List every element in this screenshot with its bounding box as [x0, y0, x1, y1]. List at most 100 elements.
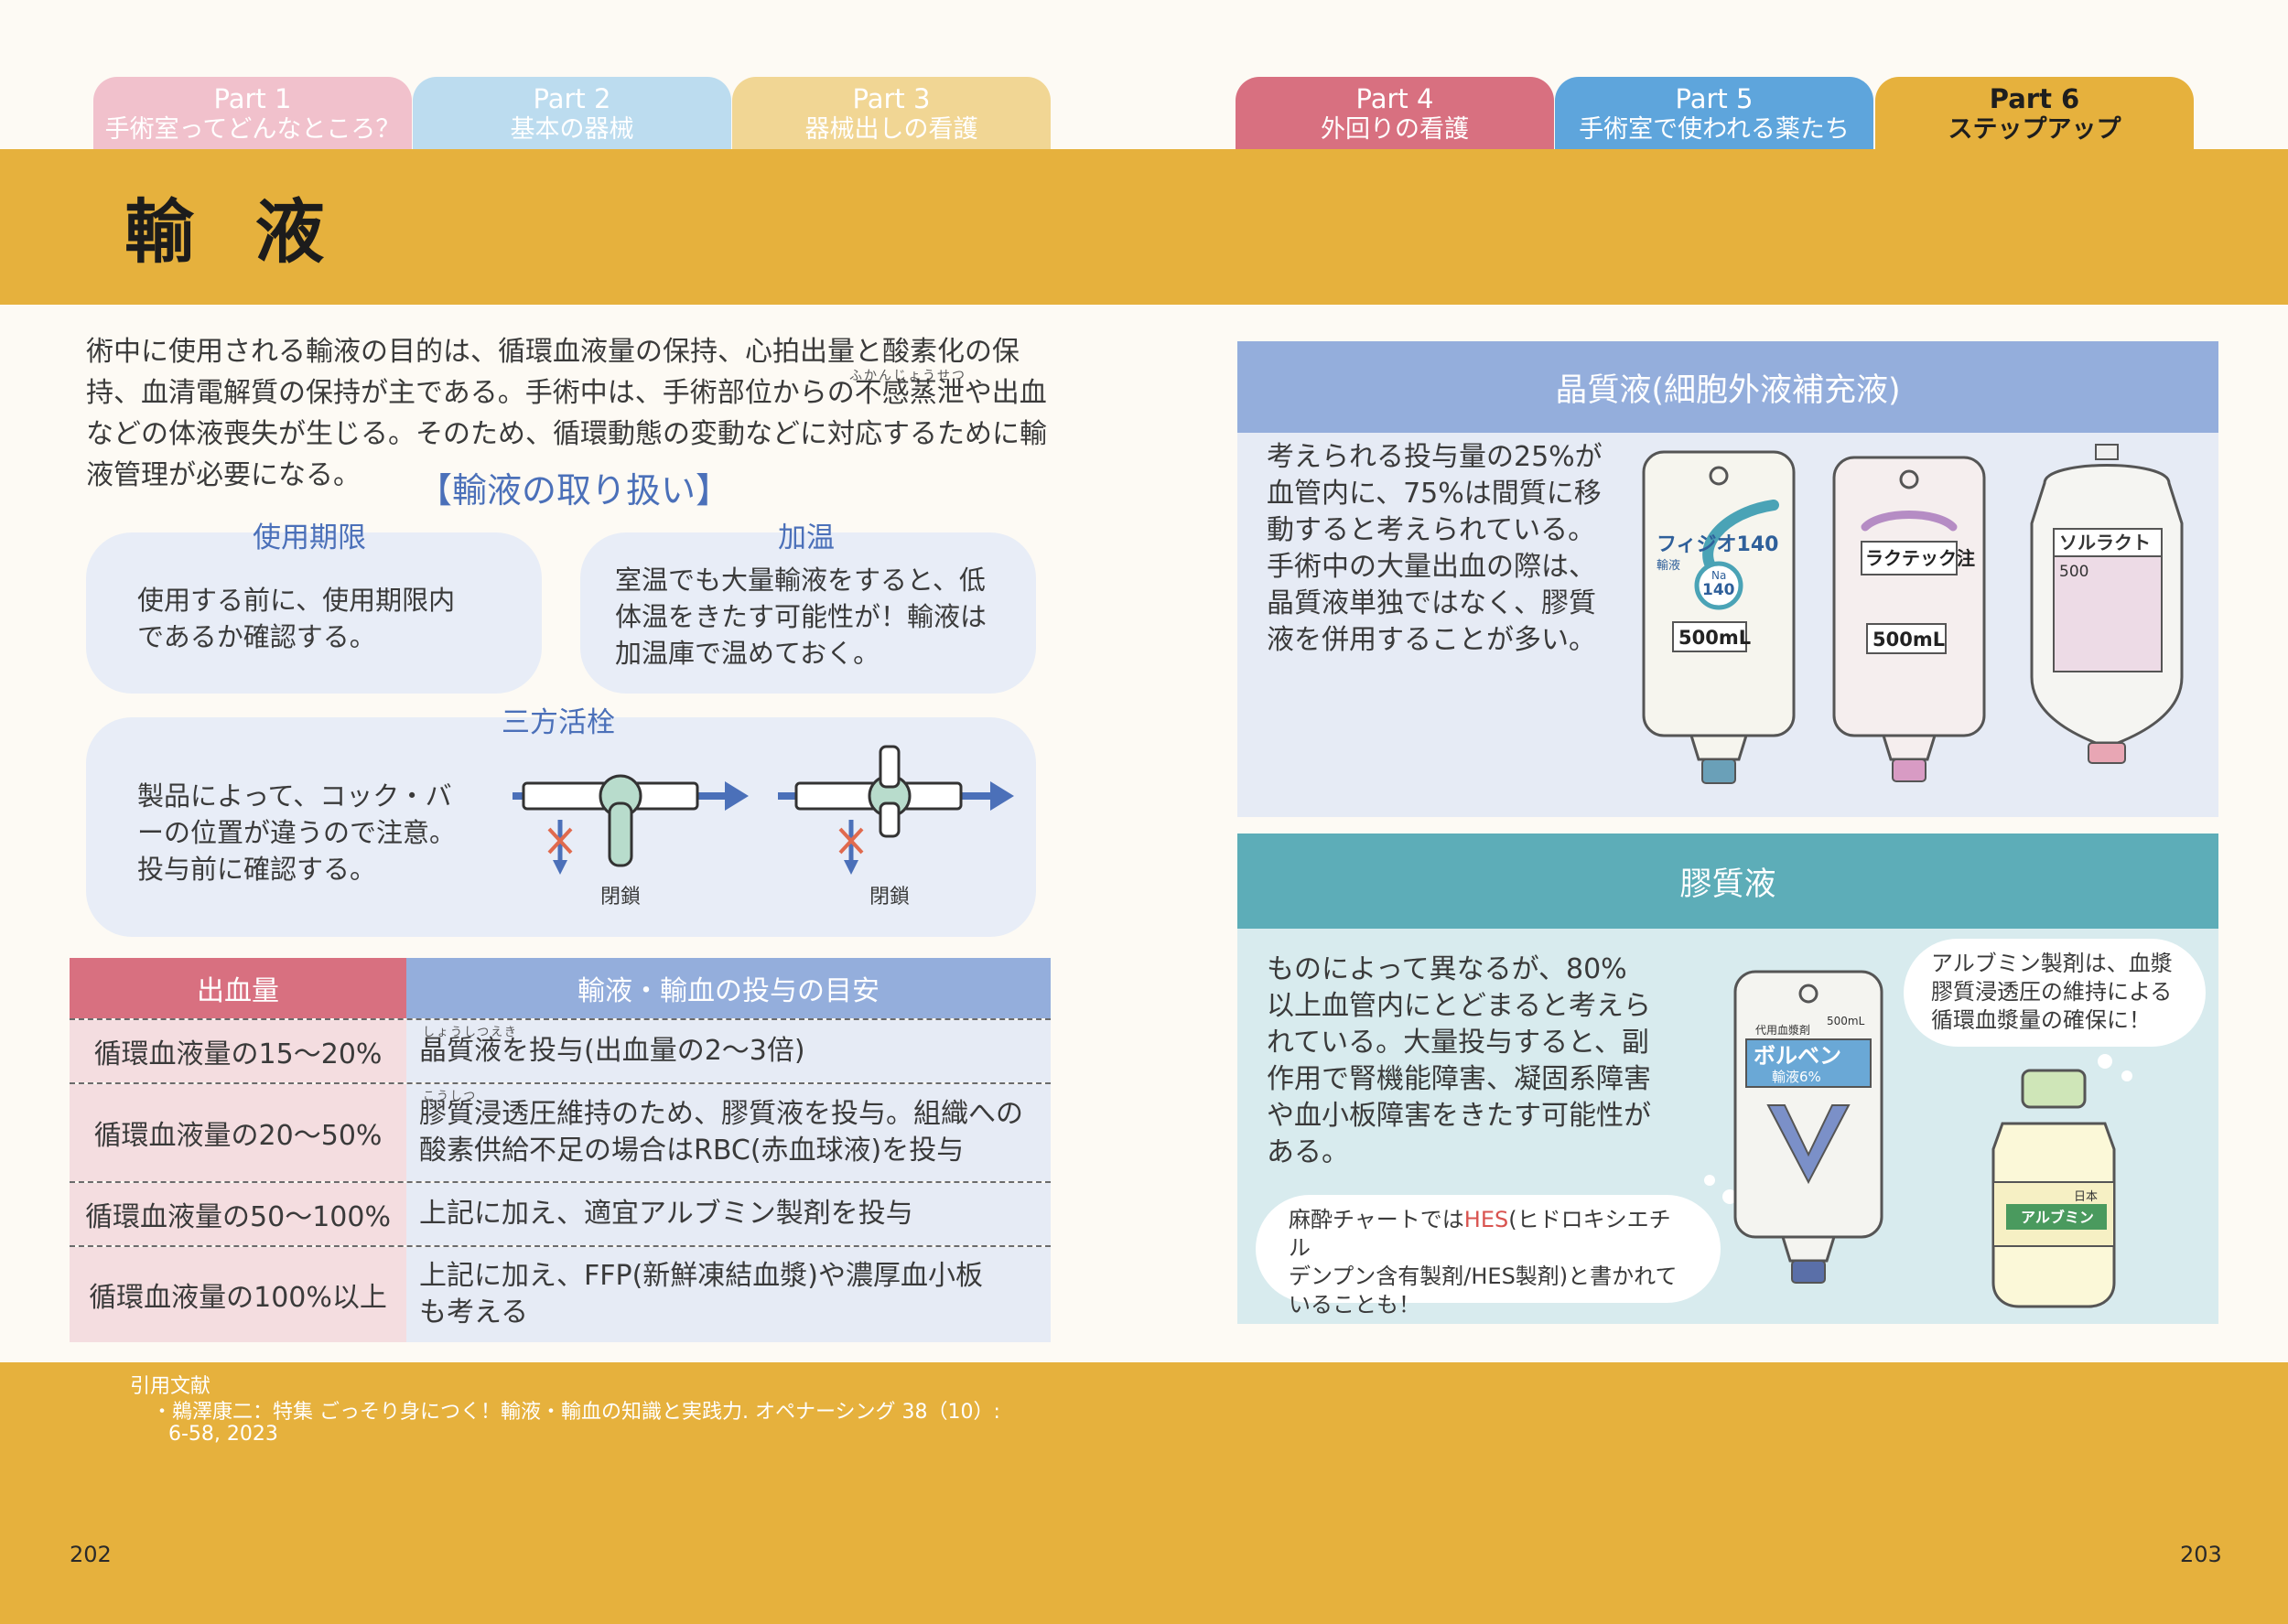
voluven-volume: 500mL — [1827, 1015, 1865, 1027]
stopcock-caption-1: 閉鎖 — [600, 886, 642, 909]
intro-line: 持、血清電解質の保持が主である。手術中は、手術部位からの不感蒸泄や出血 — [86, 377, 1047, 409]
physio140-badge-top: Na — [1711, 569, 1726, 582]
crystal-line: 液を併用することが多い。 — [1267, 624, 1596, 656]
guideline-line: 酸素供給不足の場合はRBC(赤血球液)を投与 — [419, 1135, 965, 1167]
hes-bubble-line: デンプン含有製剤/HES製剤)と書かれて — [1289, 1264, 1678, 1289]
colloid-panel-title: 膠質液 — [1237, 834, 2218, 929]
solulact-bottle-illustration: ソルラクト 500 — [2030, 444, 2184, 764]
tab-part6-number: Part 6 — [1989, 83, 2080, 114]
expiry-label: 使用期限 — [253, 522, 366, 554]
table-row: 循環血液量の100%以上 上記に加え、FFP(新鮮凍結血漿)や濃厚血小板 も考え… — [70, 1245, 1051, 1342]
colloid-line: れている。大量投与すると、副 — [1267, 1027, 1649, 1059]
expiry-card — [86, 532, 542, 694]
stopcock-line: ーの位置が違うので注意。 — [137, 817, 457, 848]
stopcock-caption-2: 閉鎖 — [869, 886, 911, 909]
solulact-volume: 500 — [2059, 563, 2088, 581]
table-cell-guideline: しょうしつえき 晶質液を投与(出血量の2〜3倍) — [406, 1020, 1051, 1082]
lactec-bag-illustration: ラクテック注 500mL — [1832, 456, 1986, 782]
expiry-line: であるか確認する。 — [137, 621, 376, 652]
stopcock-line: 製品によって、コック・バ — [137, 780, 452, 812]
tab-part2-name: 基本の器械 — [510, 115, 634, 144]
table-cell-guideline: こうしつ 膠質浸透圧維持のため、膠質液を投与。組織への 酸素供給不足の場合はRB… — [406, 1084, 1051, 1181]
crystal-text: 考えられる投与量の25%が 血管内に、75%は間質に移 動すると考えられている。… — [1267, 439, 1603, 659]
hes-bubble-pre: 麻酔チャートでは — [1289, 1207, 1464, 1232]
albumin-bubble-line: 循環血漿量の確保に！ — [1931, 1007, 2151, 1033]
tab-part5[interactable]: Part 5 手術室で使われる薬たち — [1555, 77, 1873, 150]
guideline-line: 上記に加え、適宜アルブミン製剤を投与 — [419, 1198, 913, 1230]
physio140-name: フィジオ140 — [1657, 533, 1778, 556]
page-number-left: 202 — [70, 1542, 112, 1567]
hes-highlight: HES — [1463, 1207, 1509, 1232]
table-cell-ruby: こうしつ — [423, 1090, 478, 1103]
physio140-badge: 140 — [1702, 581, 1735, 599]
hes-speech-bubble: 麻酔チャートではHES(ヒドロキシエチル デンプン含有製剤/HES製剤)と書かれ… — [1256, 1195, 1721, 1317]
crystal-line: 動すると考えられている。 — [1267, 514, 1596, 546]
warming-text: 室温でも大量輸液をすると、低 体温をきたす可能性が！輸液は 加温庫で温めておく。 — [615, 562, 987, 672]
hes-bubble-line: いることも！ — [1289, 1292, 1420, 1317]
warming-line: 体温をきたす可能性が！輸液は — [615, 601, 988, 632]
intro-line: 液管理が必要になる。 — [86, 459, 361, 491]
tab-part4-number: Part 4 — [1355, 83, 1434, 114]
table-row: 循環血液量の15〜20% しょうしつえき 晶質液を投与(出血量の2〜3倍) — [70, 1018, 1051, 1082]
guideline-line: 晶質液を投与(出血量の2〜3倍) — [419, 1035, 805, 1067]
hes-bubble-line-1: 麻酔チャートではHES(ヒドロキシエチル — [1289, 1206, 1688, 1263]
intro-ruby: ふかんじょうせつ — [849, 369, 966, 383]
hes-bubble-tail-dots — [1704, 1175, 1737, 1204]
solulact-name: ソルラクト — [2059, 532, 2151, 554]
hes-bubble-post: (ヒドロキシエチル — [1289, 1207, 1671, 1261]
voluven-label: 代用血漿剤 — [1755, 1023, 1810, 1037]
guideline-line: も考える — [419, 1296, 529, 1328]
table-cell-blood-loss: 循環血液量の20〜50% — [70, 1084, 406, 1181]
tab-part3[interactable]: Part 3 器械出しの看護 — [732, 77, 1051, 150]
table-header: 出血量 輸液・輸血の投与の目安 — [70, 958, 1051, 1018]
tab-part1[interactable]: Part 1 手術室ってどんなところ？ — [93, 77, 412, 150]
table-cell-guideline: 上記に加え、FFP(新鮮凍結血漿)や濃厚血小板 も考える — [406, 1247, 1051, 1342]
tab-part3-number: Part 3 — [852, 83, 931, 114]
tab-part6-name: ステップアップ — [1948, 115, 2121, 144]
tab-part1-number: Part 1 — [213, 83, 292, 114]
voluven-bag-illustration: 代用血漿剤 500mL ボルベン 輸液6% V — [1733, 970, 1883, 1284]
warming-line: 加温庫で温めておく。 — [615, 638, 880, 669]
colloid-line: や血小板障害をきたす可能性が — [1267, 1100, 1651, 1132]
albumin-bubble-line: アルブミン製剤は、血漿 — [1931, 951, 2173, 976]
voluven-name: ボルベン — [1754, 1043, 1841, 1069]
intro-line: 術中に使用される輸液の目的は、循環血液量の保持、心拍出量と酸素化の保 — [86, 336, 1020, 368]
crystal-panel-title: 晶質液(細胞外液補充液) — [1237, 341, 2218, 433]
table-header-guideline: 輸液・輸血の投与の目安 — [406, 958, 1051, 1018]
physio140-bag-illustration: フィジオ140 輸液 Na 140 500mL — [1642, 450, 1796, 784]
transfusion-table: 出血量 輸液・輸血の投与の目安 循環血液量の15〜20% しょうしつえき 晶質液… — [70, 958, 1051, 1342]
stopcock-line: 投与前に確認する。 — [137, 854, 377, 885]
colloid-text: ものによって異なるが、80% 以上血管内にとどまると考えら れている。大量投与す… — [1267, 952, 1651, 1171]
expiry-line: 使用する前に、使用期限内 — [137, 585, 456, 616]
intro-paragraph: 術中に使用される輸液の目的は、循環血液量の保持、心拍出量と酸素化の保 持、血清電… — [86, 331, 1047, 496]
stopcock-illustration-1 — [513, 774, 749, 875]
tab-part2-number: Part 2 — [533, 83, 611, 114]
tab-part6[interactable]: Part 6 ステップアップ — [1875, 77, 2194, 150]
crystal-line: 晶質液単独ではなく、膠質 — [1267, 587, 1596, 619]
reference-line: 6-58, 2023 — [168, 1423, 278, 1446]
guideline-line: 上記に加え、FFP(新鮮凍結血漿)や濃厚血小板 — [419, 1260, 984, 1292]
crystal-line: 血管内に、75%は間質に移 — [1267, 478, 1602, 510]
albumin-name: アルブミン — [2021, 1209, 2094, 1226]
intro-line: などの体液喪失が生じる。そのため、循環動態の変動などに対応するために輸 — [86, 418, 1047, 450]
physio140-sub: 輸液 — [1657, 559, 1680, 573]
tab-part2[interactable]: Part 2 基本の器械 — [413, 77, 731, 150]
handling-heading: 【輸液の取り扱い】 — [417, 470, 731, 511]
colloid-line: ある。 — [1267, 1136, 1349, 1168]
reference-heading: 引用文献 — [130, 1375, 211, 1398]
colloid-line: 作用で腎機能障害、凝固系障害 — [1267, 1063, 1651, 1095]
page-number-right: 203 — [2180, 1542, 2222, 1567]
guideline-line: 膠質浸透圧維持のため、膠質液を投与。組織への — [419, 1098, 1023, 1130]
expiry-text: 使用する前に、使用期限内 であるか確認する。 — [137, 582, 455, 655]
tab-part4-name: 外回りの看護 — [1321, 115, 1469, 144]
tab-part4[interactable]: Part 4 外回りの看護 — [1236, 77, 1554, 150]
albumin-maker: 日本 — [2074, 1190, 2098, 1204]
albumin-speech-bubble: アルブミン製剤は、血漿 膠質浸透圧の維持による 循環血漿量の確保に！ — [1904, 939, 2206, 1047]
stopcock-label: 三方活栓 — [502, 706, 615, 739]
warming-card — [580, 532, 1036, 694]
reference-line: ・鵜澤康二：特集 ごっそり身につく！輸液・輸血の知識と実践力. オペナーシング … — [152, 1401, 1000, 1424]
table-cell-guideline: 上記に加え、適宜アルブミン製剤を投与 — [406, 1183, 1051, 1245]
table-cell-blood-loss: 循環血液量の50〜100% — [70, 1183, 406, 1245]
albumin-bubble-line: 膠質浸透圧の維持による — [1931, 979, 2173, 1005]
colloid-line: ものによって異なるが、80% — [1267, 953, 1627, 985]
